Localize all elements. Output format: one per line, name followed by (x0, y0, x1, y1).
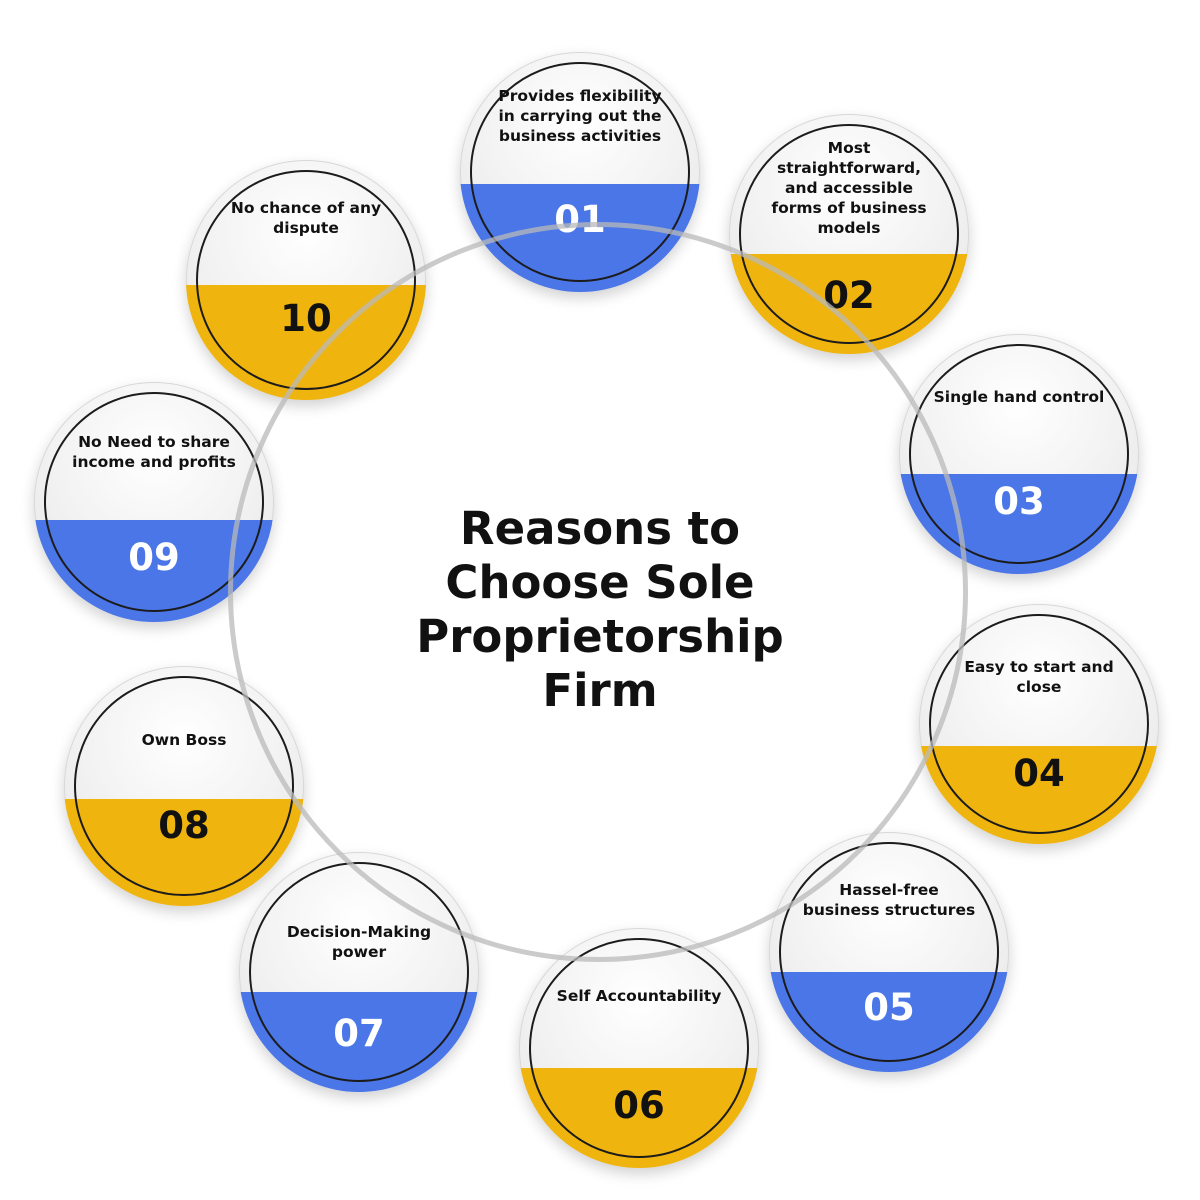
reason-badge-08: Own Boss 08 (64, 666, 304, 906)
reason-badge-01: Provides flexibility in carrying out the… (460, 52, 700, 292)
title-line: Choose Sole (445, 556, 755, 609)
badge-inner-outline (249, 862, 469, 1082)
badge-inner-outline (74, 676, 294, 896)
reason-badge-10: No chance of any dispute 10 (186, 160, 426, 400)
reason-badge-03: Single hand control 03 (899, 334, 1139, 574)
reason-number: 07 (333, 1012, 385, 1055)
badge-inner-outline (779, 842, 999, 1062)
reason-number: 08 (158, 804, 210, 847)
reason-badge-09: No Need to share income and profits 09 (34, 382, 274, 622)
reason-number: 09 (128, 536, 180, 579)
badge-inner-outline (739, 124, 959, 344)
reason-text: Provides flexibility in carrying out the… (498, 87, 662, 145)
title-line: Proprietorship (416, 610, 784, 663)
badge-inner-outline (470, 62, 690, 282)
reason-number: 02 (823, 274, 875, 317)
reason-text: Most straightforward, and accessible for… (771, 139, 927, 237)
reason-number: 01 (554, 198, 606, 241)
diagram-title: Reasons to Choose Sole Proprietorship Fi… (380, 502, 820, 718)
reason-badge-04: Easy to start and close 04 (919, 604, 1159, 844)
reason-number: 06 (613, 1084, 665, 1127)
reason-text: Hassel-free business structures (802, 881, 976, 919)
reason-text: Own Boss (141, 731, 227, 749)
reason-number: 03 (993, 480, 1045, 523)
reason-number: 04 (1013, 752, 1065, 795)
title-line: Reasons to (459, 502, 741, 555)
badge-inner-outline (529, 938, 749, 1158)
reason-text: Easy to start and close (964, 658, 1114, 696)
reason-badge-06: Self Accountability 06 (519, 928, 759, 1168)
reason-text: No chance of any dispute (230, 199, 382, 237)
reason-number: 10 (280, 297, 332, 340)
badge-inner-outline (909, 344, 1129, 564)
badge-inner-outline (44, 392, 264, 612)
reason-number: 05 (863, 986, 915, 1029)
reason-badge-05: Hassel-free business structures 05 (769, 832, 1009, 1072)
reason-text: Single hand control (933, 388, 1105, 406)
reason-text: Decision-Making power (286, 923, 432, 961)
badge-inner-outline (196, 170, 416, 390)
reason-text: Self Accountability (556, 987, 722, 1005)
reason-badge-02: Most straightforward, and accessible for… (729, 114, 969, 354)
reason-text: No Need to share income and profits (72, 433, 236, 471)
badge-inner-outline (929, 614, 1149, 834)
title-line: Firm (542, 664, 658, 717)
